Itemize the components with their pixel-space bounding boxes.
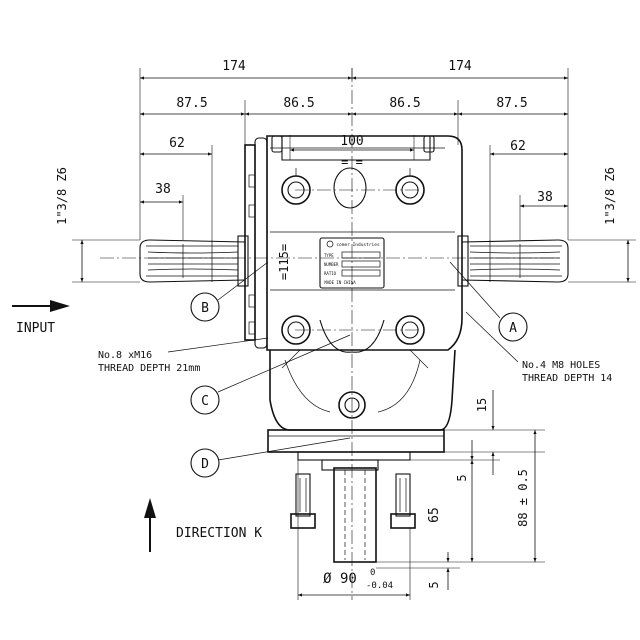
nameplate-line-number: NUMBER bbox=[324, 262, 339, 267]
note-m8-line1: No.4 M8 HOLES bbox=[522, 360, 600, 371]
spline-spec-right: 1"3/8 Z6 bbox=[603, 167, 617, 225]
output-flange bbox=[267, 429, 445, 563]
nameplate-brand: comer Industries bbox=[336, 242, 380, 248]
dim-62-left: 62 bbox=[169, 136, 185, 151]
callout-d: D bbox=[190, 448, 220, 478]
svg-text:D: D bbox=[201, 457, 209, 472]
spline-dimensions bbox=[72, 239, 636, 283]
dim-62-right: 62 bbox=[510, 139, 526, 154]
note-m8-line2: THREAD DEPTH 14 bbox=[522, 373, 612, 384]
dim-174-right: 174 bbox=[448, 59, 472, 74]
note-m16-line2: THREAD DEPTH 21mm bbox=[98, 363, 200, 374]
svg-text:A: A bbox=[509, 321, 517, 336]
dim-15: 15 bbox=[475, 398, 489, 412]
direction-arrow-icon bbox=[144, 498, 156, 552]
dim-dia-90: Ø 90 bbox=[323, 571, 357, 587]
dim-86-5-right: 86.5 bbox=[389, 96, 420, 111]
direction-label: DIRECTION K bbox=[176, 526, 262, 541]
dim-5-lower: 5 bbox=[427, 581, 441, 588]
note-m16-line1: No.8 xM16 bbox=[98, 350, 152, 361]
dim-87-5-left: 87.5 bbox=[176, 96, 207, 111]
dim-88: 88 ± 0.5 bbox=[516, 469, 530, 527]
callout-a: A bbox=[498, 312, 528, 342]
input-arrow-icon bbox=[12, 300, 70, 312]
top-dimensions bbox=[139, 68, 569, 240]
input-label: INPUT bbox=[16, 321, 55, 336]
dim-100: 100 bbox=[340, 134, 363, 149]
tol-lower: -0.04 bbox=[366, 581, 393, 591]
tol-upper: 0 bbox=[370, 568, 375, 578]
dim-65: 65 bbox=[427, 507, 442, 523]
dim-38-right: 38 bbox=[537, 190, 553, 205]
dim-115: =115= bbox=[277, 244, 291, 280]
spline-spec-left: 1"3/8 Z6 bbox=[55, 167, 69, 225]
equal-marks: = = bbox=[341, 155, 363, 169]
callout-b: B bbox=[190, 292, 220, 322]
nameplate-line-type: TYPE bbox=[324, 253, 334, 258]
gearbox-housing bbox=[244, 135, 463, 431]
callout-c: C bbox=[190, 385, 220, 415]
svg-text:C: C bbox=[201, 394, 209, 409]
right-splined-shaft bbox=[457, 235, 569, 287]
nameplate bbox=[319, 237, 385, 289]
dim-174-left: 174 bbox=[222, 59, 246, 74]
nameplate-footer: MADE IN CHINA bbox=[324, 280, 356, 285]
dim-86-5-left: 86.5 bbox=[283, 96, 314, 111]
nameplate-line-ratio: RATIO bbox=[324, 271, 337, 276]
svg-text:B: B bbox=[201, 301, 209, 316]
callout-leaders bbox=[167, 261, 519, 461]
diameter-dimension bbox=[297, 460, 411, 600]
vertical-dimensions bbox=[376, 390, 545, 590]
dim-38-left: 38 bbox=[155, 182, 171, 197]
dim-87-5-right: 87.5 bbox=[496, 96, 527, 111]
left-splined-shaft bbox=[139, 235, 249, 287]
output-bolts bbox=[290, 473, 416, 529]
dim-5-upper: 5 bbox=[455, 474, 469, 481]
